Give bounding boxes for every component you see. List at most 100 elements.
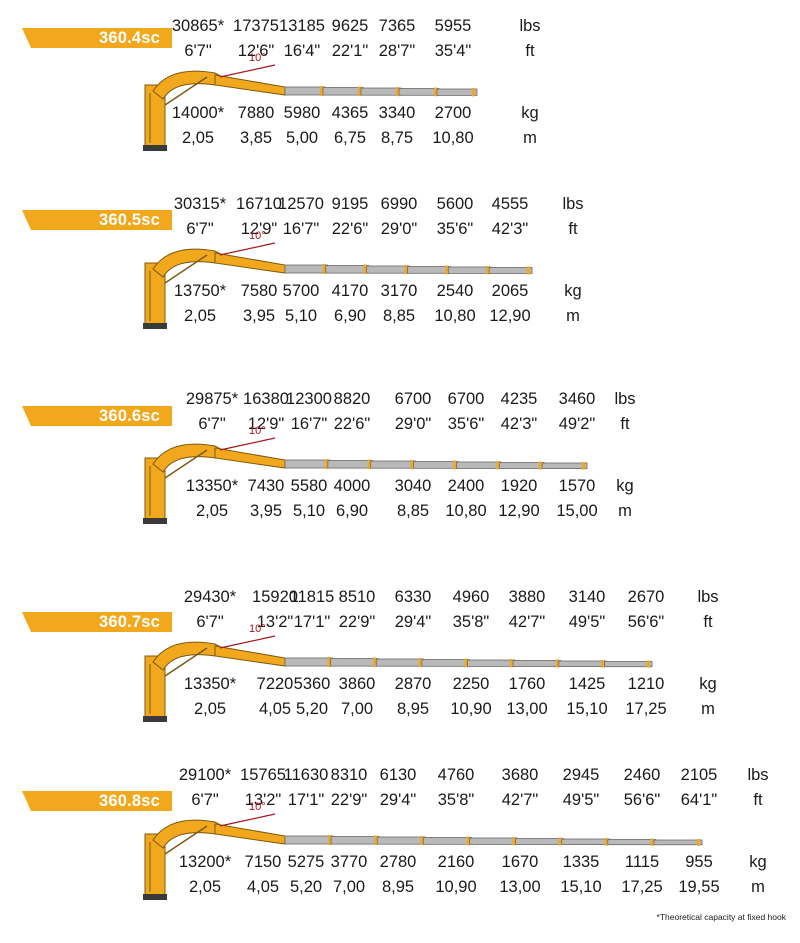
ft-value: 6'7" [191, 791, 219, 809]
ft-unit-label: ft [525, 42, 535, 60]
m-value: 4,05 [258, 700, 292, 718]
model-badge: 360.6sc [22, 406, 172, 426]
lbs-value: 6330 [394, 588, 432, 606]
boom-extension [488, 267, 533, 274]
extension-joint [512, 837, 516, 846]
lbs-value: 6700 [394, 390, 432, 408]
m-value: 3,85 [239, 129, 273, 147]
m-value: 8,85 [382, 307, 416, 325]
lbs-value: 11815 [289, 588, 335, 606]
extension-joint [420, 836, 424, 846]
kg-value: 4365 [331, 104, 369, 122]
extension-joint [358, 86, 361, 97]
m-value: 3,95 [242, 307, 276, 325]
kg-value: 5700 [282, 282, 320, 300]
boom-extension [330, 658, 379, 667]
extension-joint [363, 264, 367, 275]
extension-joint [604, 838, 608, 846]
kg-unit-label: kg [699, 675, 717, 693]
ft-value: 22'9" [330, 791, 368, 809]
m-value: 2,05 [181, 129, 215, 147]
m-unit-label: m [523, 129, 537, 147]
boom-extension [512, 660, 562, 667]
kg-value: 1920 [500, 477, 538, 495]
ft-unit-label: ft [703, 613, 713, 631]
lbs-value: 4555 [491, 195, 529, 213]
ft-value: 49'5" [568, 613, 606, 631]
ft-value: 42'7" [501, 791, 539, 809]
boom-extension [498, 462, 545, 469]
ft-value: 42'3" [500, 415, 538, 433]
m-value: 5,10 [292, 502, 326, 520]
boom-extension [467, 659, 516, 667]
lbs-value: 5600 [436, 195, 474, 213]
extension-joint [582, 462, 585, 470]
boom-extension [603, 661, 653, 668]
boom-extension [366, 265, 410, 274]
extension-joint [418, 658, 422, 668]
extension-joint [555, 659, 559, 668]
m-value: 6,75 [333, 129, 367, 147]
m-unit-label: m [701, 700, 715, 718]
lbs-value: 8310 [330, 766, 368, 784]
extension-joint [324, 459, 328, 469]
lbs-value: 2460 [623, 766, 661, 784]
kg-value: 4000 [333, 477, 371, 495]
boom-extension [558, 660, 607, 667]
ft-value: 29'0" [380, 220, 418, 238]
angle-label: 10° [249, 52, 266, 64]
boom-extension [327, 460, 374, 469]
boom-extension [284, 86, 326, 96]
kg-value: 2780 [379, 853, 417, 871]
kg-value: 2160 [437, 853, 475, 871]
lbs-value: 6990 [380, 195, 418, 213]
extension-joint [527, 266, 530, 275]
model-name: 360.5sc [98, 211, 160, 229]
ft-value: 35'6" [447, 415, 485, 433]
kg-value: 1760 [508, 675, 546, 693]
ft-value: 22'6" [331, 220, 369, 238]
boom-cylinder [164, 449, 208, 479]
extension-joint [466, 836, 470, 846]
ft-value: 17'1" [287, 791, 325, 809]
lbs-value: 2670 [627, 588, 665, 606]
extension-joint [434, 87, 437, 97]
ft-unit-label: ft [568, 220, 578, 238]
outer-boom [214, 447, 286, 469]
m-unit-label: m [618, 502, 632, 520]
boom-cylinder [164, 647, 208, 677]
m-value: 8,85 [396, 502, 430, 520]
model-badge: 360.4sc [22, 28, 172, 48]
angle-label: 10° [249, 425, 266, 437]
model-name: 360.8sc [98, 792, 160, 810]
boom-extension [653, 839, 703, 846]
boom-extension [325, 265, 370, 274]
extension-joint [320, 86, 323, 96]
extension-joint [445, 265, 449, 275]
m-value: 10,90 [450, 700, 492, 718]
angle-line [219, 635, 276, 649]
lbs-value: 4760 [437, 766, 475, 784]
kg-value: 4170 [331, 282, 369, 300]
kg-value: 7430 [247, 477, 285, 495]
kg-value: 7880 [237, 104, 275, 122]
boom-extension [421, 659, 470, 667]
kg-value: 3860 [338, 675, 376, 693]
m-value: 8,95 [396, 700, 430, 718]
lbs-value: 15920 [252, 588, 298, 606]
lbs-value: 12570 [278, 195, 324, 213]
lbs-value: 8820 [333, 390, 371, 408]
kg-unit-label: kg [616, 477, 634, 495]
ft-value: 6'7" [184, 42, 212, 60]
lbs-value: 2105 [680, 766, 718, 784]
boom-extension [284, 835, 334, 845]
ft-value: 28'7" [378, 42, 416, 60]
ft-value: 22'1" [331, 42, 369, 60]
kg-unit-label: kg [749, 853, 767, 871]
ft-value: 17'1" [293, 613, 331, 631]
kg-value: 7580 [240, 282, 278, 300]
kg-value: 14000* [171, 104, 225, 122]
